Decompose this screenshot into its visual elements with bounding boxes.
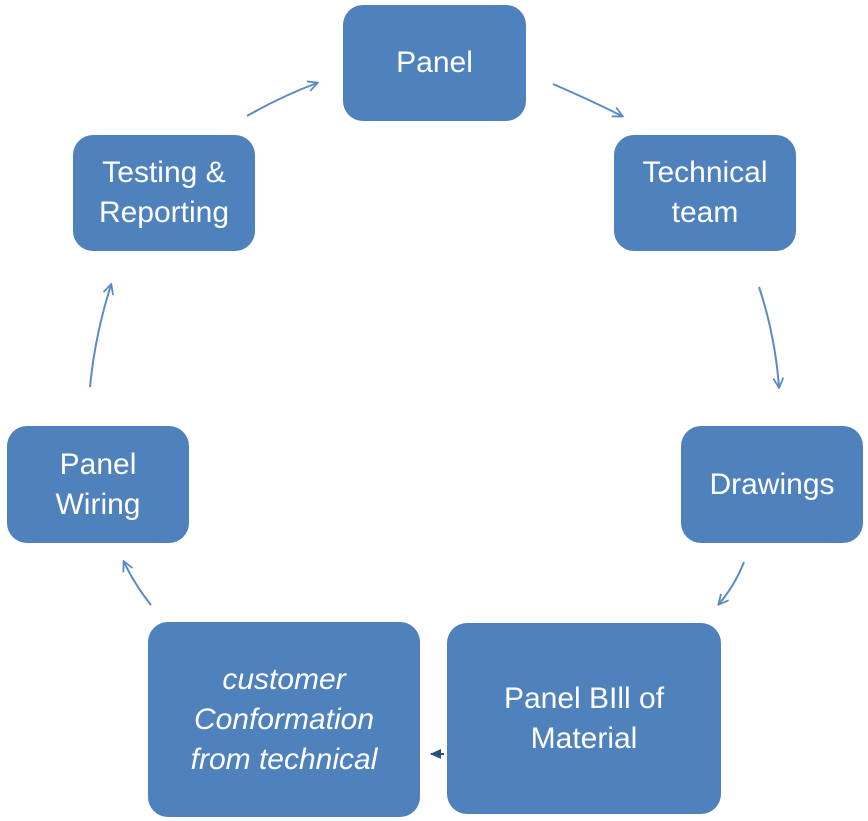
node-customer-line-1: customer xyxy=(222,662,346,696)
node-panel: Panel xyxy=(343,5,526,121)
node-customer-line-2: Conformation xyxy=(193,702,375,736)
arrow-panel-to-technical-team xyxy=(552,83,622,116)
node-technical-team: Technical team xyxy=(614,135,796,251)
node-drawings-label: Drawings xyxy=(709,467,835,501)
arrow-customer-to-panel-wiring xyxy=(124,562,152,606)
node-drawings: Drawings xyxy=(681,426,863,543)
node-panel-wiring: Panel Wiring xyxy=(7,426,189,543)
arrow-testing-to-panel xyxy=(246,83,317,117)
node-customer-conformation: customer Conformation from technical xyxy=(148,622,420,817)
node-technical-team-line-2: team xyxy=(671,196,739,229)
node-testing-reporting: Testing & Reporting xyxy=(73,135,255,251)
node-panel-bom-line-1: Panel BIll of xyxy=(503,681,665,715)
arrow-technical-team-to-drawings xyxy=(758,286,779,387)
node-panel-bom-line-2: Material xyxy=(530,721,638,755)
node-testing-line-1: Testing & xyxy=(102,156,226,189)
node-panel-wiring-line-1: Panel xyxy=(59,447,137,481)
node-technical-team-line-1: Technical xyxy=(642,156,768,189)
node-customer-line-3: from technical xyxy=(190,742,378,776)
node-testing-line-2: Reporting xyxy=(98,196,230,229)
node-panel-wiring-line-2: Wiring xyxy=(55,487,141,521)
node-panel-bill-of-material: Panel BIll of Material xyxy=(447,623,721,814)
arrow-panel-wiring-to-testing xyxy=(89,285,111,388)
arrow-drawings-to-panel-bom xyxy=(719,561,745,604)
node-panel-label: Panel xyxy=(396,46,473,79)
